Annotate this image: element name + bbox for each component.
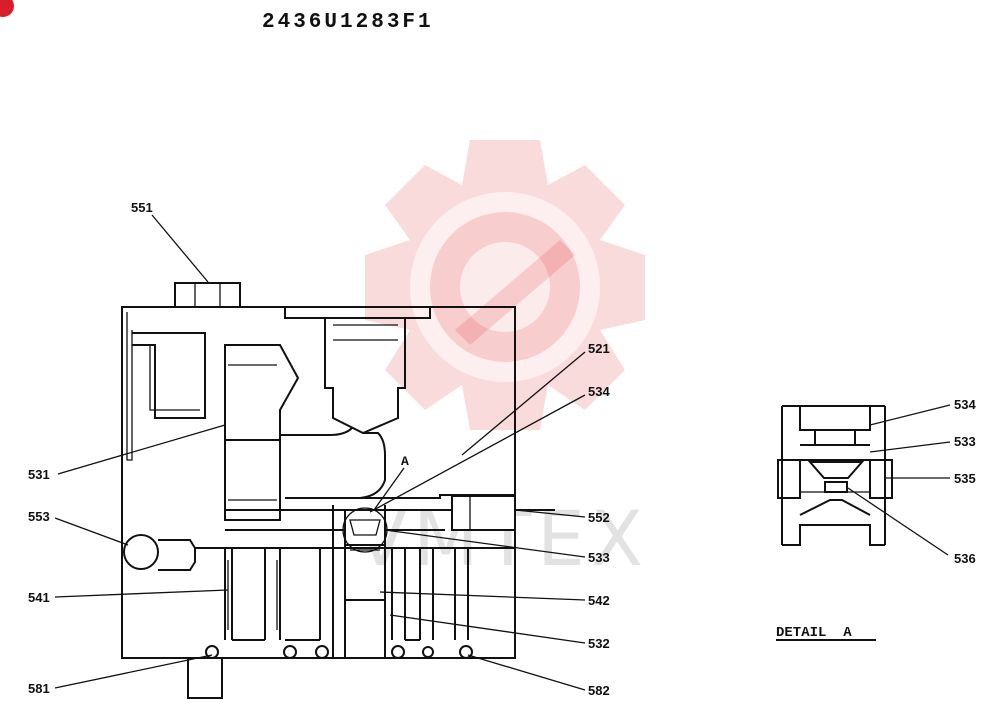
callout-534: 534 (588, 384, 610, 399)
callout-581: 581 (28, 681, 50, 696)
callout-533: 533 (588, 550, 610, 565)
detail-callout-533: 533 (954, 434, 976, 449)
drawing-number: 2436U1283F1 (262, 11, 434, 34)
callout-531: 531 (28, 467, 50, 482)
callout-521: 521 (588, 341, 610, 356)
callout-552: 552 (588, 510, 610, 525)
callout-532: 532 (588, 636, 610, 651)
callout-541: 541 (28, 590, 50, 605)
detail-a-drawing (777, 405, 893, 546)
leader-lines (54, 214, 586, 691)
valve-body (121, 282, 555, 699)
callout-542: 542 (588, 593, 610, 608)
callout-582: 582 (588, 683, 610, 698)
detail-callout-536: 536 (954, 551, 976, 566)
detail-callout-535: 535 (954, 471, 976, 486)
detail-marker: A (401, 454, 409, 469)
detail-title: DETAIL A (776, 625, 852, 641)
callout-553: 553 (28, 509, 50, 524)
detail-leader-lines (847, 404, 951, 556)
detail-callout-534: 534 (954, 397, 976, 412)
corner-badge-icon (0, 0, 14, 17)
callout-551: 551 (131, 200, 153, 215)
watermark-logo: VMTEX (355, 140, 645, 583)
